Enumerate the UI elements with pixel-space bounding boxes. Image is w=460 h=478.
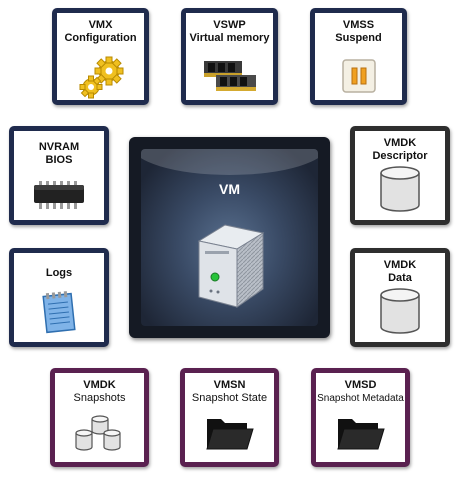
pause-icon xyxy=(341,59,376,93)
vmdk-data-title: VMDK Data xyxy=(383,259,417,284)
vmx-tile: VMX Configuration xyxy=(52,8,149,105)
nvram-tile: NVRAM BIOS xyxy=(9,126,109,225)
folder-icon xyxy=(205,419,254,450)
vmx-title: VMX Configuration xyxy=(64,19,137,44)
notepad-icon xyxy=(42,291,76,334)
vmdk-snapshots-title: VMDK Snapshots xyxy=(73,379,126,404)
vmdk-snapshots-tile: VMDK Snapshots xyxy=(50,368,149,467)
disk-cylinder-icon xyxy=(380,166,420,212)
gears-icon xyxy=(79,56,123,99)
vswp-title: VSWP Virtual memory xyxy=(189,19,270,44)
vmsd-tile: VMSD Snapshot Metadata xyxy=(311,368,410,467)
vm-label: VM xyxy=(219,181,240,197)
disk-stack-icon xyxy=(74,415,121,451)
nvram-title: NVRAM BIOS xyxy=(38,141,80,166)
logs-tile: Logs xyxy=(9,248,109,347)
vmsn-title: VMSN Snapshot State xyxy=(191,379,268,404)
memory-chip-icon xyxy=(203,61,256,91)
disk-cylinder-icon xyxy=(380,288,420,334)
vmdk-descriptor-tile: VMDK Descriptor xyxy=(350,126,450,225)
vm-box: VM xyxy=(129,137,330,338)
vmdk-descriptor-title: VMDK Descriptor xyxy=(372,137,428,162)
vmdk-data-tile: VMDK Data xyxy=(350,248,450,347)
vmss-tile: VMSS Suspend xyxy=(310,8,407,105)
vswp-tile: VSWP Virtual memory xyxy=(181,8,278,105)
folder-icon xyxy=(336,419,385,450)
vmsd-title: VMSD Snapshot Metadata xyxy=(317,379,404,404)
server-icon xyxy=(197,224,265,308)
bios-chip-icon xyxy=(34,181,84,209)
logs-title: Logs xyxy=(45,267,73,279)
vmsn-tile: VMSN Snapshot State xyxy=(180,368,279,467)
vmss-title: VMSS Suspend xyxy=(335,19,382,44)
